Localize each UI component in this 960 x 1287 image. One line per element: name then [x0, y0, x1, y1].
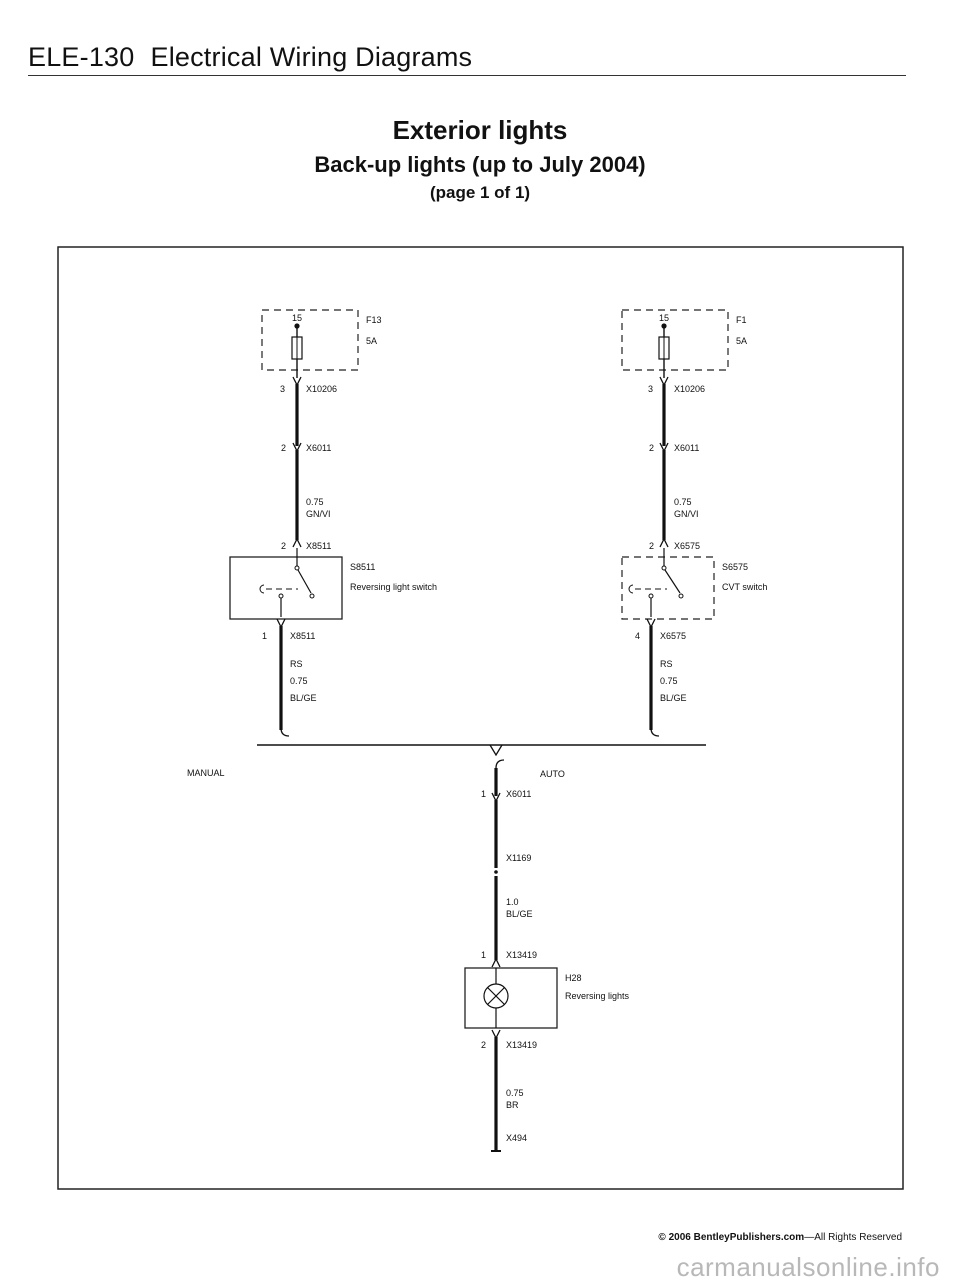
center-wire2-size: 0.75	[506, 1088, 524, 1098]
center-conn4: X13419	[506, 1040, 537, 1050]
center-branch: 1 X6011 X1169 1.0 BL/GE 1 X13419 H28 Rev…	[464, 759, 630, 1152]
lamp-name: Reversing lights	[565, 991, 630, 1001]
right-fuse-dot	[661, 323, 667, 329]
right-fuse-rating: 5A	[736, 336, 747, 346]
right-conn1: X10206	[674, 384, 705, 394]
right-wire-end	[650, 727, 660, 737]
left-conn3-pin: 2	[281, 541, 286, 551]
right-conn2: X6011	[674, 443, 699, 453]
right-conn4: X6575	[660, 631, 686, 641]
left-branch: 15 F13 5A 3 X10206 2 X6011 0.75 GN/VI 2 …	[229, 309, 437, 737]
right-wire2-size: 0.75	[660, 676, 678, 686]
page-code: ELE-130	[28, 42, 135, 72]
lamp-id: H28	[565, 973, 582, 983]
center-conn1: X6011	[506, 789, 531, 799]
right-wire2-color: BL/GE	[660, 693, 687, 703]
left-fuse-id: F13	[366, 315, 382, 325]
left-conn3-arrow	[292, 537, 302, 548]
left-fuse-dot	[294, 323, 300, 329]
left-wire2-color: BL/GE	[290, 693, 317, 703]
center-conn4-arrow	[491, 1029, 501, 1040]
lamp-box	[464, 967, 558, 1029]
right-conn3: X6575	[674, 541, 700, 551]
right-conn4-arrow	[646, 618, 656, 629]
section-title: Electrical Wiring Diagrams	[150, 42, 473, 72]
center-conn3-arrow	[491, 957, 501, 968]
right-conn3-pin: 2	[649, 541, 654, 551]
copyright-prefix: © 2006 BentleyPublishers.com	[658, 1232, 805, 1243]
right-conn1-arrow	[659, 376, 669, 387]
right-wire-color: GN/VI	[674, 509, 699, 519]
center-wire2-color: BR	[506, 1100, 519, 1110]
left-wire2-code: RS	[290, 659, 303, 669]
left-conn4-arrow	[276, 618, 286, 629]
left-conn1: X10206	[306, 384, 337, 394]
ground-label: X494	[506, 1133, 527, 1143]
label-auto: AUTO	[540, 769, 565, 779]
left-wire-end	[280, 727, 290, 737]
copyright: © 2006 BentleyPublishers.com—All Rights …	[658, 1232, 902, 1243]
right-wire2-code: RS	[660, 659, 673, 669]
left-conn1-arrow	[292, 376, 302, 387]
label-manual: MANUAL	[187, 768, 225, 778]
right-switch-blade	[664, 569, 681, 594]
left-conn2: X6011	[306, 443, 331, 453]
left-fuse-box	[261, 309, 359, 371]
center-conn3: X13419	[506, 950, 537, 960]
center-conn2: X1169	[506, 853, 531, 863]
watermark: carmanualsonline.info	[676, 1252, 940, 1282]
right-switch-name: CVT switch	[722, 582, 767, 592]
right-terminal: 15	[659, 313, 669, 323]
center-wire-size: 1.0	[506, 897, 519, 907]
right-fuse-box	[621, 309, 729, 371]
option-split-notch	[489, 744, 503, 757]
diagram-title: Exterior lights	[392, 115, 568, 145]
right-wire-size: 0.75	[674, 497, 692, 507]
left-conn1-pin: 3	[280, 384, 285, 394]
left-wire-color: GN/VI	[306, 509, 331, 519]
diagram-subtitle: Back-up lights (up to July 2004)	[314, 152, 646, 177]
center-conn4-pin: 2	[481, 1040, 486, 1050]
left-conn4-pin: 1	[262, 631, 267, 641]
page-header: ELE-130 Electrical Wiring Diagrams	[28, 42, 472, 73]
left-switch-id: S8511	[350, 562, 375, 572]
header-rule	[28, 75, 906, 76]
right-conn2-pin: 2	[649, 443, 654, 453]
right-conn1-pin: 3	[648, 384, 653, 394]
copyright-suffix: —All Rights Reserved	[804, 1232, 902, 1243]
right-switch-id: S6575	[722, 562, 748, 572]
left-wire-size: 0.75	[306, 497, 324, 507]
page-indicator: (page 1 of 1)	[429, 183, 531, 202]
left-conn2-pin: 2	[281, 443, 286, 453]
right-conn3-arrow	[659, 537, 669, 548]
center-wire-color: BL/GE	[506, 909, 533, 919]
center-conn3-pin: 1	[481, 950, 486, 960]
right-fuse-id: F1	[736, 315, 747, 325]
right-switch-box	[621, 556, 715, 620]
right-conn4-pin: 4	[635, 631, 640, 641]
left-conn4: X8511	[290, 631, 315, 641]
right-branch: 15 F1 5A 3 X10206 2 X6011 0.75 GN/VI 2 X…	[621, 309, 767, 737]
left-switch-name: Reversing light switch	[350, 582, 437, 592]
center-wire-start	[495, 759, 505, 769]
left-switch-blade	[297, 569, 312, 594]
left-switch-box	[229, 556, 343, 620]
left-fuse-rating: 5A	[366, 336, 377, 346]
center-splice	[494, 870, 498, 874]
left-terminal: 15	[292, 313, 302, 323]
diagram-frame	[57, 246, 904, 1190]
left-wire2-size: 0.75	[290, 676, 308, 686]
center-conn1-pin: 1	[481, 789, 486, 799]
left-conn3: X8511	[306, 541, 331, 551]
